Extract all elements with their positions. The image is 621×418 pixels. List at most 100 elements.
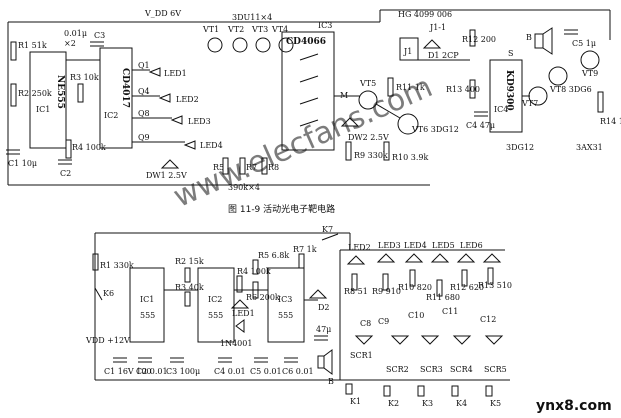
top-ic4-label: KD9300	[504, 70, 514, 111]
top-ic1-label: NE555	[55, 75, 65, 109]
bot-r4	[236, 275, 243, 293]
bot-c3	[170, 357, 184, 363]
bot-r5	[252, 259, 259, 275]
top-ic3-label: CD4066	[286, 37, 326, 47]
bot-label-c9: C9	[378, 317, 389, 326]
top-ic4-ref: IC4	[494, 105, 508, 114]
label-vt5: VT5	[359, 79, 376, 88]
top-relay-j1	[399, 37, 419, 61]
bot-label-c3: C3 100μ	[166, 367, 200, 376]
top-r3	[77, 83, 84, 103]
top-vt9	[580, 50, 600, 70]
label-j1: J1	[403, 47, 412, 56]
bot-label-scr1: SCR1	[350, 351, 373, 360]
label-c1: C1 10μ	[8, 159, 37, 168]
bot-label-r8: R8 51	[344, 287, 368, 296]
label-001u: 0.01μ	[64, 29, 87, 38]
label-r3: R3 10k	[70, 73, 99, 82]
bot-label-c4: C4 0.01	[214, 367, 246, 376]
label-c5: C5 1μ	[572, 39, 596, 48]
top-r2	[10, 83, 17, 107]
label-r4: R4 100k	[72, 143, 106, 152]
bot-led1	[230, 299, 250, 309]
label-q1: Q1	[138, 61, 150, 70]
bot-label-r13: R13 510	[478, 281, 512, 290]
bottom-circuit: IC1 555 IC2 555 IC3 555	[85, 225, 512, 408]
bot-label-47u: 47μ	[316, 325, 331, 334]
label-vt2: VT2	[227, 25, 244, 34]
top-ic2-box	[99, 47, 133, 149]
label-led4: LED4	[200, 141, 223, 150]
bot-c7	[314, 335, 328, 341]
label-r5: R5	[213, 163, 224, 172]
label-vt9: VT9	[581, 69, 598, 78]
bot-label-r12: R12 620	[450, 283, 484, 292]
bot-diode-d2	[308, 289, 328, 299]
bot-r13	[487, 267, 494, 285]
phototransistor-row	[207, 37, 294, 53]
bot-label-d2: D2	[318, 303, 330, 312]
bot-label-r11: R11 680	[426, 293, 460, 302]
top-ic3-box	[281, 31, 335, 151]
bot-r12	[461, 269, 468, 287]
label-390k: 390k×4	[228, 183, 260, 192]
bot-c4	[218, 357, 232, 363]
label-r12: R12 200	[462, 35, 496, 44]
bot-ic3-box	[267, 267, 305, 343]
bot-label-scr2: SCR2	[386, 365, 409, 374]
top-r11	[387, 77, 394, 97]
bot-label-k5: K5	[490, 399, 501, 408]
bot-label-r10: R10 820	[398, 283, 432, 292]
bot-label-c8: C8	[360, 319, 371, 328]
bot-label-k2: K2	[388, 399, 399, 408]
top-ic1-ref: IC1	[36, 105, 50, 114]
bot-r3	[184, 291, 191, 307]
label-led1: LED1	[164, 69, 187, 78]
top-vt6	[397, 113, 419, 135]
label-r2: R2 250k	[18, 89, 52, 98]
label-r7: R7	[246, 163, 257, 172]
bot-label-c1: C1 16V 100	[104, 367, 152, 376]
ic3-switches	[299, 53, 319, 127]
label-dw1: DW1 2.5V	[146, 171, 187, 180]
bot-label-c5: C5 0.01	[250, 367, 282, 376]
label-vt3: VT3	[251, 25, 268, 34]
label-led2: LED2	[176, 95, 199, 104]
bot-label-c12: C12	[480, 315, 496, 324]
bot-label-r9: R9 910	[372, 287, 401, 296]
top-c3	[90, 41, 104, 47]
top-r13	[469, 79, 476, 99]
label-vt1: VT1	[202, 25, 219, 34]
bot-label-r4: R4 100k	[237, 267, 271, 276]
bot-label-scr3: SCR3	[420, 365, 443, 374]
bot-label-led4: LED4	[404, 241, 427, 250]
bot-r1	[92, 253, 99, 271]
label-3dg12: 3DG12	[506, 143, 534, 152]
label-r9: R9 330k	[354, 151, 388, 160]
bot-led-row	[346, 253, 502, 265]
bot-r9	[382, 273, 389, 291]
bot-ic2-box	[197, 267, 235, 343]
bot-c2	[138, 357, 152, 363]
label-c2: C2	[60, 169, 71, 178]
bot-r2	[184, 267, 191, 283]
bot-label-r2: R2 15k	[175, 257, 204, 266]
top-r7	[239, 157, 246, 175]
label-b-top: B	[526, 33, 532, 42]
bot-diode-1n4001	[235, 319, 245, 333]
top-c1	[6, 149, 20, 155]
bot-ic3-label: 555	[278, 311, 293, 320]
label-vt6: VT6 3DG12	[411, 125, 459, 134]
label-j1-1: J1-1	[429, 23, 446, 32]
label-r14: R14 1k	[600, 117, 621, 126]
bot-r8	[351, 273, 358, 291]
bot-label-led1: LED1	[232, 309, 255, 318]
top-r4	[65, 139, 72, 159]
top-r10	[383, 141, 390, 161]
label-d1: D1 2CP	[428, 51, 459, 60]
bot-label-k3: K3	[422, 399, 433, 408]
bot-label-scr4: SCR4	[450, 365, 473, 374]
label-q8: Q8	[138, 109, 150, 118]
top-diode-d1	[422, 39, 442, 49]
corner-watermark: ynx8.com	[536, 398, 612, 414]
